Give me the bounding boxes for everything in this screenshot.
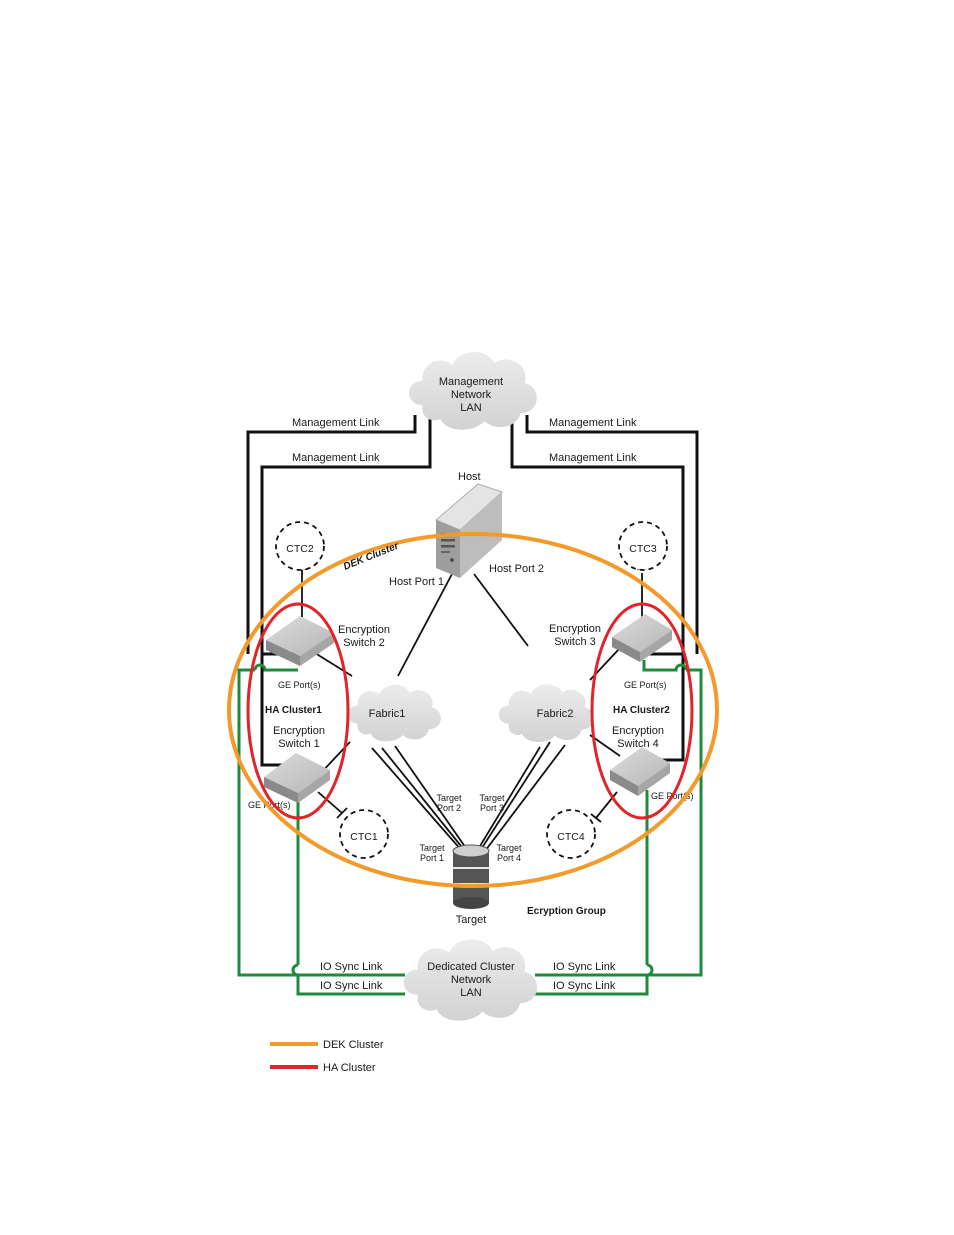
switch4-mgmt-connector: [662, 654, 685, 762]
switch3-label-line2: Switch 3: [554, 636, 596, 648]
target-port4-line1: Target: [496, 843, 522, 853]
fabric2-cloud: Fabric2: [498, 684, 594, 743]
ctc4-label: CTC4: [557, 831, 585, 843]
io-sync-link-label-4: IO Sync Link: [553, 980, 616, 992]
switch1-label-line1: Encryption: [273, 725, 325, 737]
management-network-cloud: Management Network LAN: [409, 351, 537, 430]
management-link-outer-left: [246, 415, 417, 654]
io-sync-link-label-3: IO Sync Link: [553, 961, 616, 973]
switch2-label-line1: Encryption: [338, 624, 390, 636]
legend-dek-label: DEK Cluster: [323, 1039, 384, 1051]
target-port3-line2: Port 3: [480, 803, 504, 813]
ctc1-label: CTC1: [350, 831, 378, 843]
management-link-outer-right: [525, 415, 699, 654]
ctc-circles: [275, 521, 668, 859]
encryption-switch-2-icon: [266, 616, 334, 666]
management-links: [246, 415, 699, 767]
switch1-mgmt-connector: [260, 654, 286, 767]
encryption-switch-4-icon: [610, 747, 670, 796]
ctc2-circle: [275, 521, 325, 571]
io-sync-inner-right: [535, 975, 649, 996]
switch2-label-line2: Switch 2: [343, 637, 385, 649]
host-port1-label: Host Port 1: [389, 576, 444, 588]
dedicated-cluster-network-cloud: Dedicated Cluster Network LAN: [403, 939, 538, 1021]
management-cloud-line2: Network: [451, 389, 492, 401]
management-link-label-1: Management Link: [292, 417, 380, 429]
management-link-label-3: Management Link: [549, 417, 637, 429]
target-port1-line2: Port 1: [420, 853, 444, 863]
ha-cluster2-label: HA Cluster2: [613, 705, 670, 716]
target-port1-line1: Target: [419, 843, 445, 853]
io-sync-inner-right-hop: [646, 963, 654, 977]
ctc4-circle: [546, 809, 596, 859]
target-port3-line1: Target: [479, 793, 505, 803]
ha-cluster1-label: HA Cluster1: [265, 705, 322, 716]
host-port2-label: Host Port 2: [489, 563, 544, 575]
fabric1-label: Fabric1: [369, 708, 406, 720]
ctc2-label: CTC2: [286, 543, 314, 555]
dedicated-cloud-line1: Dedicated Cluster: [427, 961, 515, 973]
ctc3-label: CTC3: [629, 543, 657, 555]
dedicated-cloud-line3: LAN: [460, 987, 481, 999]
target-port4-line2: Port 4: [497, 853, 521, 863]
management-link-label-4: Management Link: [549, 452, 637, 464]
io-sync-outer-right: [535, 668, 703, 977]
management-cloud-line1: Management: [439, 376, 503, 388]
io-sync-outer-left: [237, 668, 405, 977]
io-sync-inner-left-hop: [291, 963, 299, 977]
management-cloud-line3: LAN: [460, 402, 481, 414]
target-port2-line1: Target: [436, 793, 462, 803]
fabric1-cloud: Fabric1: [347, 684, 441, 742]
ge-ports-switch3-label: GE Port(s): [624, 680, 667, 690]
ctc1-circle: [339, 809, 389, 859]
legend-ha-label: HA Cluster: [323, 1062, 376, 1074]
fabric2-label: Fabric2: [537, 708, 574, 720]
ha-cluster2-outline: [590, 602, 694, 820]
io-sync-links: [237, 660, 703, 996]
switch1-label-line2: Switch 1: [278, 738, 320, 750]
target-label: Target: [456, 914, 487, 926]
dek-cluster-outline: [227, 532, 719, 888]
ge-ports-switch2-label: GE Port(s): [278, 680, 321, 690]
switch4-label-line1: Encryption: [612, 725, 664, 737]
io-sync-left-hop: [253, 663, 298, 672]
switch4-label-line2: Switch 4: [617, 738, 659, 750]
target-storage-icon: [452, 844, 490, 909]
dedicated-cloud-line2: Network: [451, 974, 492, 986]
encryption-switch-1-icon: [264, 753, 330, 803]
ctc-tick-marks: [297, 568, 647, 823]
target-port2-line2: Port 2: [437, 803, 461, 813]
host-label: Host: [458, 471, 481, 483]
management-link-label-2: Management Link: [292, 452, 380, 464]
switch3-label-line1: Encryption: [549, 623, 601, 635]
io-sync-right-hop: [642, 660, 688, 672]
ctc3-circle: [618, 521, 668, 571]
io-sync-inner-left: [296, 975, 405, 996]
encryption-group-label: Ecryption Group: [527, 906, 606, 917]
management-link-inner-right: [510, 418, 685, 654]
legend: DEK Cluster HA Cluster: [270, 1039, 384, 1074]
io-sync-link-label-1: IO Sync Link: [320, 961, 383, 973]
encryption-switch-3-icon: [612, 614, 672, 662]
ha-cluster1-outline: [246, 602, 350, 820]
io-sync-link-label-2: IO Sync Link: [320, 980, 383, 992]
management-link-inner-left: [260, 418, 432, 654]
